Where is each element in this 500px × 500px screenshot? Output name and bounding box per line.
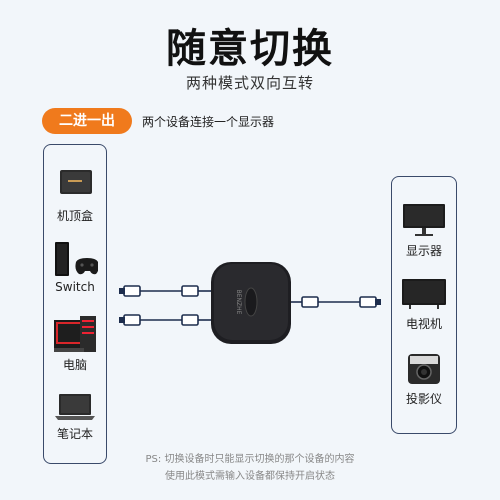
game-console-icon [55,242,98,276]
page-subtitle: 两种模式双向互转 [185,74,314,92]
footnote-line-1: PS: 切换设备时只能显示切换的那个设备的内容 [145,454,355,465]
set-top-box-icon [60,170,92,194]
tv-icon [402,279,446,309]
device-brand: BENZHE [235,290,242,315]
projector-icon [408,354,440,384]
input-label-set-top-box: 机顶盒 [56,209,93,223]
hdmi-switch-device: BENZHE [211,262,291,344]
hdmi-cable-bottom [119,314,212,326]
mode-description: 两个设备连接一个显示器 [142,115,275,129]
monitor-icon [403,204,445,236]
page-title: 随意切换 [166,26,334,72]
output-label-projector: 投影仪 [405,392,442,406]
output-label-monitor: 显示器 [405,244,442,258]
input-label-pc: 电脑 [62,358,87,372]
input-label-laptop: 笔记本 [56,427,93,441]
mode-badge: 二进一出 [42,108,132,134]
output-label-tv: 电视机 [405,317,442,331]
desktop-pc-icon [54,316,96,352]
input-label-switch: Switch [55,280,95,294]
laptop-icon [55,394,95,420]
hdmi-cable-output [290,296,381,308]
footnote-line-2: 使用此模式需输入设备都保持开启状态 [165,471,335,482]
hdmi-cable-top [119,285,212,297]
